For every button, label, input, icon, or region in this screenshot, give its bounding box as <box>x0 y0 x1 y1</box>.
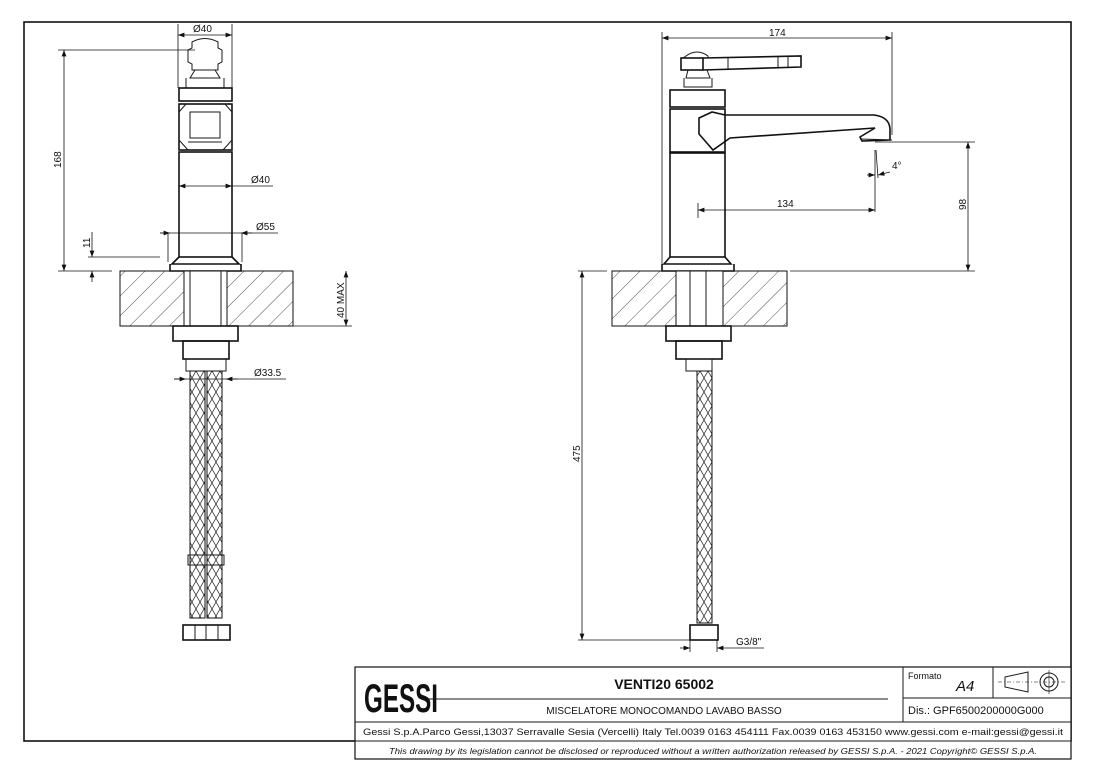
dim-top-diameter: Ø40 <box>193 24 212 35</box>
dim-spout-reach: 134 <box>777 199 794 210</box>
company-info: Gessi S.p.A.Parco Gessi,13037 Serravalle… <box>363 727 1063 738</box>
dim-overall-length: 174 <box>769 28 786 39</box>
dim-spout-angle: 4° <box>892 161 902 172</box>
dim-counter-thickness: 40 MAX <box>336 282 347 318</box>
title-block: GESSI VENTI20 65002 MISCELATORE MONOCOMA… <box>354 666 1072 760</box>
format-value: A4 <box>955 678 974 695</box>
dim-spout-height: 98 <box>958 198 969 210</box>
front-view: Ø40 168 Ø40 Ø55 11 40 MAX Ø33.5 <box>53 24 352 641</box>
dim-base-height: 11 <box>82 237 93 248</box>
dim-height-total: 168 <box>53 151 64 168</box>
format-label: Formato <box>908 671 942 681</box>
dim-hose-thread: G3/8" <box>736 637 762 648</box>
dim-hose-length: 475 <box>572 445 583 462</box>
dim-base-diameter: Ø55 <box>256 222 275 233</box>
copyright-notice: This drawing by its legislation cannot b… <box>389 746 1037 756</box>
dim-body-diameter: Ø40 <box>251 175 270 186</box>
product-name: VENTI20 65002 <box>614 676 714 692</box>
drawing-number: Dis.: GPF6500200000G000 <box>908 705 1044 717</box>
projection-symbol-icon <box>998 670 1066 694</box>
product-description: MISCELATORE MONOCOMANDO LAVABO BASSO <box>546 706 782 717</box>
gessi-logo: GESSI <box>364 677 438 721</box>
side-view: 174 98 4° 134 475 G3/8" <box>572 28 975 652</box>
dim-shank-diameter: Ø33.5 <box>254 368 282 379</box>
drawing-frame <box>23 21 1072 742</box>
